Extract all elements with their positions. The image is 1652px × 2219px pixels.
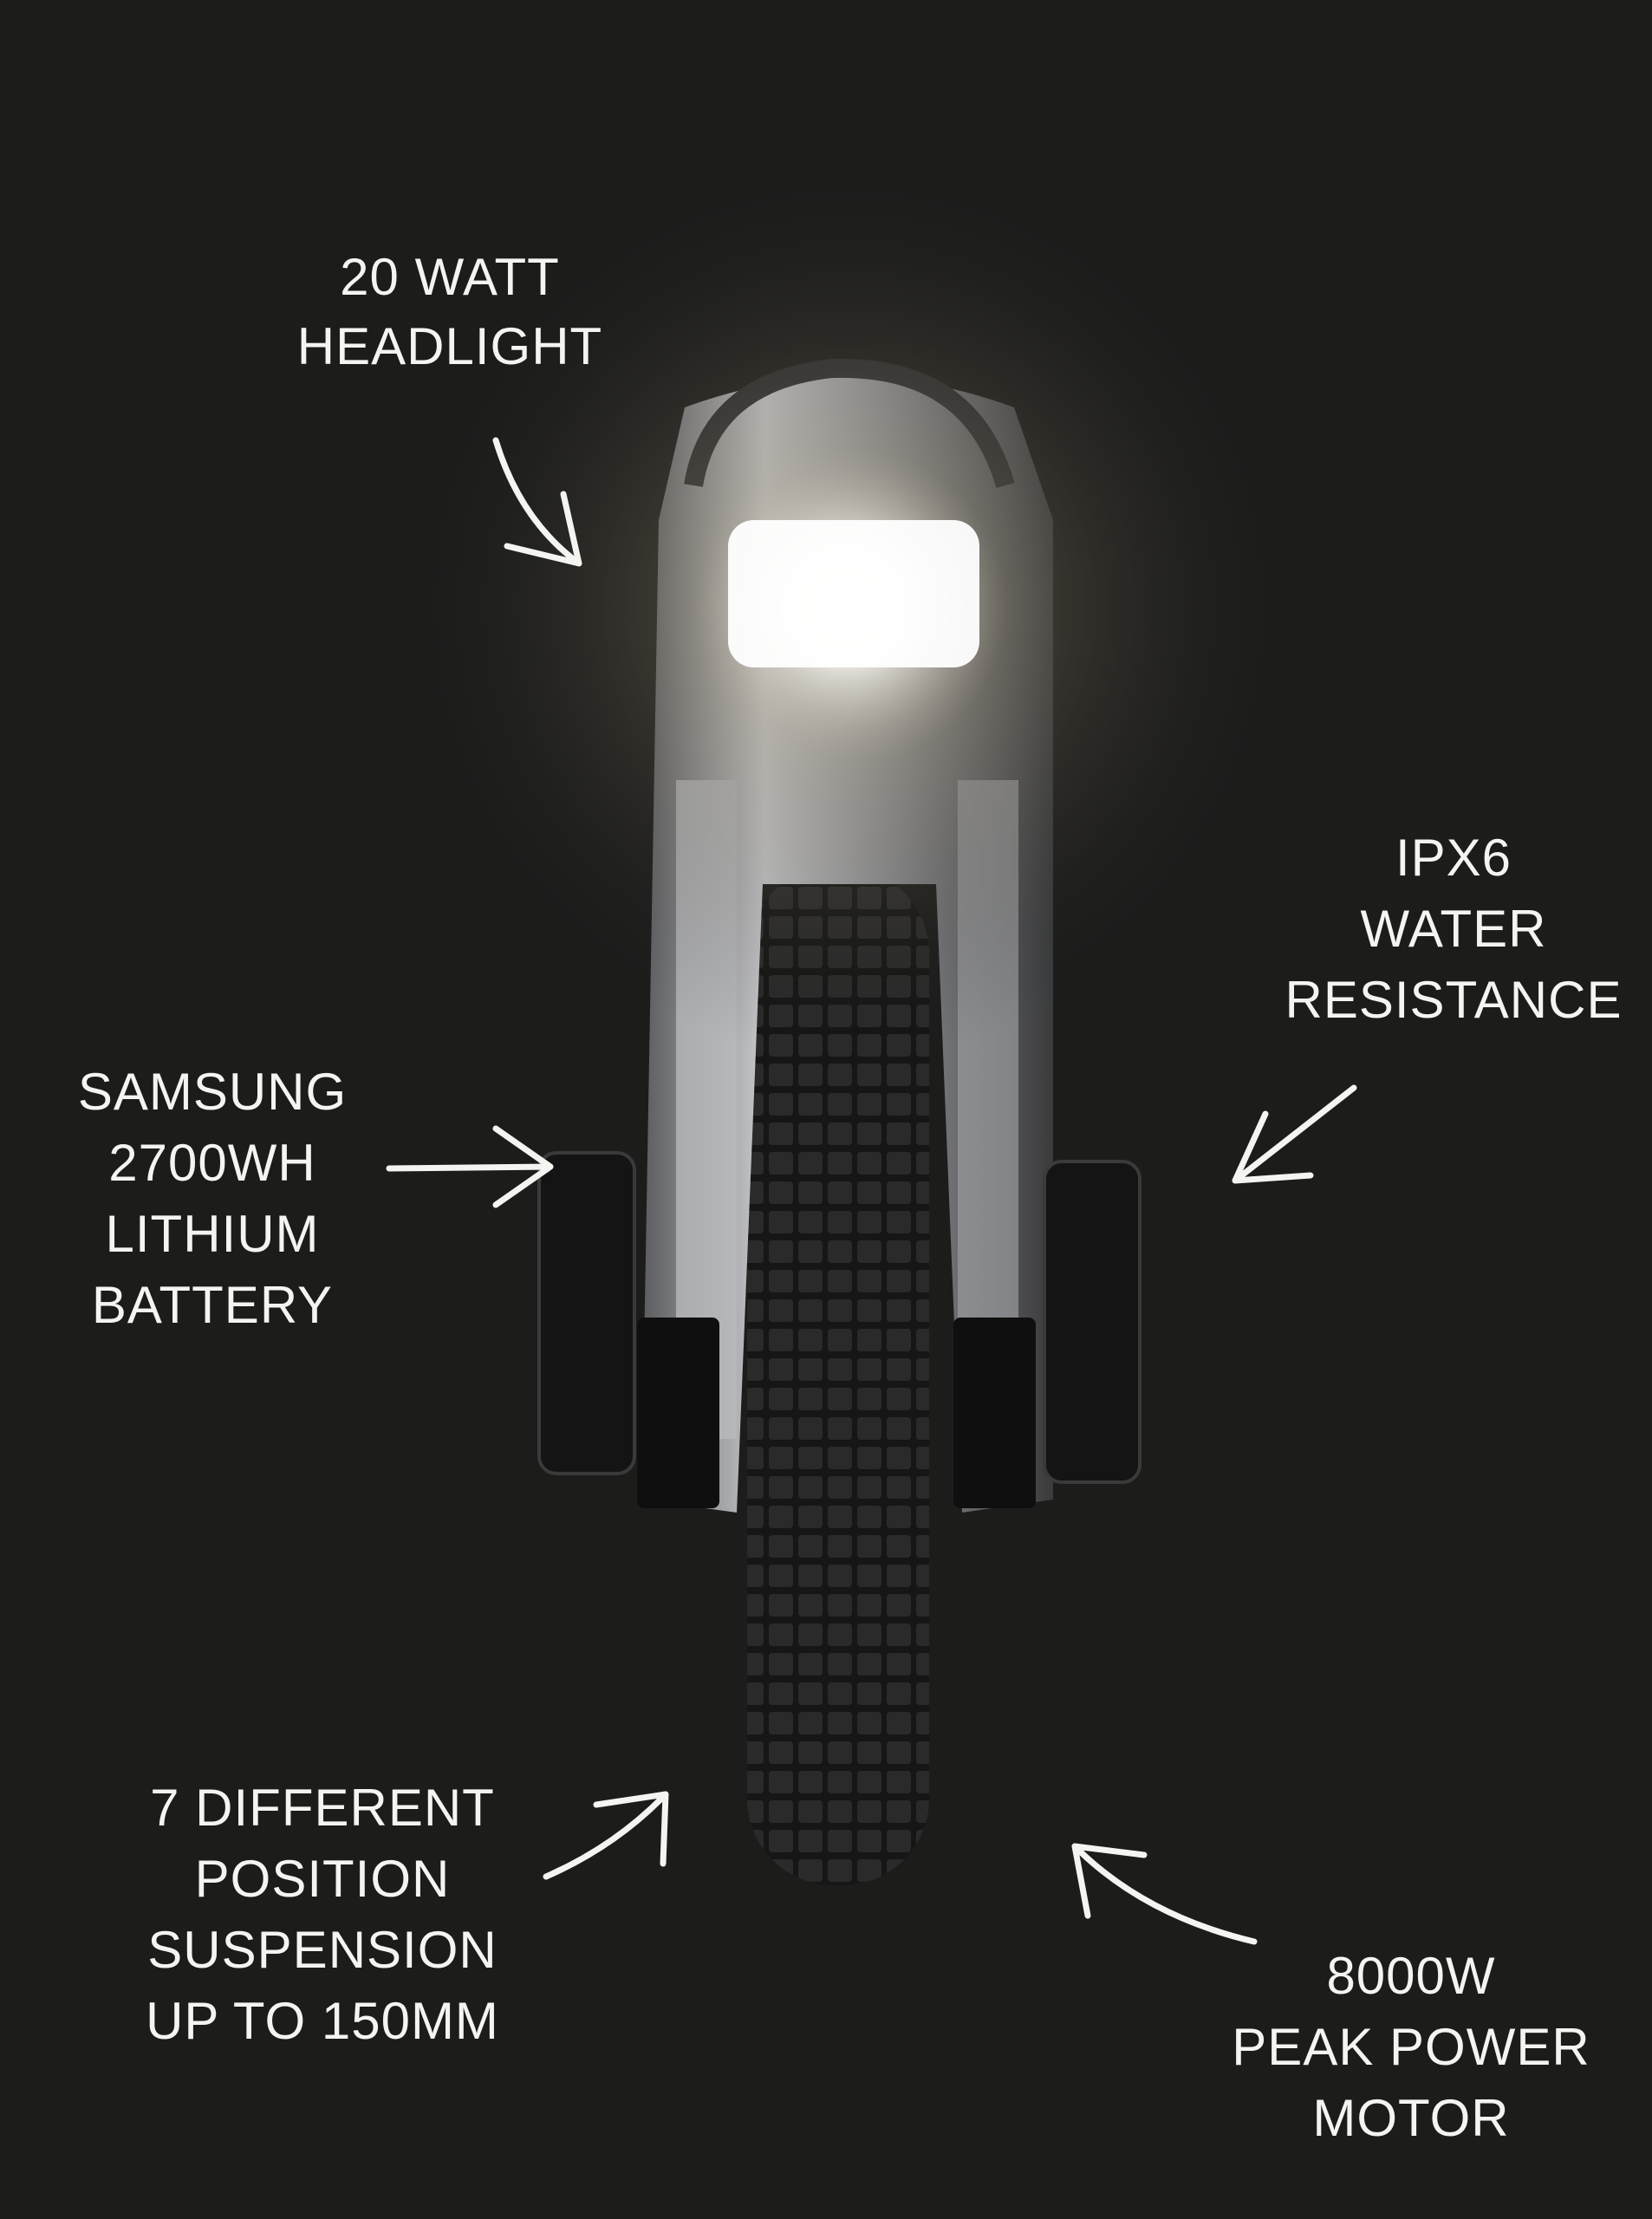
arrow-icon xyxy=(543,1791,669,1880)
callout-line: IPX6 xyxy=(1395,829,1512,887)
right-pedal xyxy=(953,1318,1036,1508)
arrow-icon xyxy=(386,1125,554,1208)
callout-line: 7 DIFFERENT xyxy=(150,1779,495,1837)
callout-line: WATER xyxy=(1361,900,1547,958)
arrow-icon xyxy=(492,437,582,567)
callout-headlight: 20 WATT HEADLIGHT xyxy=(297,248,602,567)
callout-suspension: 7 DIFFERENT POSITION SUSPENSION UP TO 15… xyxy=(146,1779,669,2050)
callout-line: POSITION xyxy=(195,1850,451,1908)
right-pedal-guard xyxy=(1043,1160,1141,1484)
callout-line: 20 WATT xyxy=(340,248,560,306)
callout-line: LITHIUM xyxy=(106,1205,320,1263)
callout-line: SAMSUNG xyxy=(78,1063,347,1121)
electric-unicycle-image xyxy=(399,156,1300,1885)
headlight xyxy=(728,520,979,667)
callout-water-resistance: IPX6 WATER RESISTANCE xyxy=(1232,829,1623,1184)
tire xyxy=(747,867,929,1885)
left-pedal-guard xyxy=(537,1151,636,1475)
callout-line: BATTERY xyxy=(92,1276,333,1334)
callout-line: MOTOR xyxy=(1312,2089,1509,2147)
callout-line: UP TO 150MM xyxy=(146,1992,499,2050)
callout-line: HEADLIGHT xyxy=(297,317,602,375)
arrow-icon xyxy=(1232,1084,1357,1184)
callout-line: SUSPENSION xyxy=(147,1921,497,1979)
callout-line: RESISTANCE xyxy=(1285,971,1623,1029)
callout-line: 2700WH xyxy=(108,1134,315,1192)
callout-line: 8000W xyxy=(1326,1947,1495,2005)
arrow-icon xyxy=(1071,1843,1258,1945)
callout-line: PEAK POWER xyxy=(1232,2018,1590,2076)
callout-battery: SAMSUNG 2700WH LITHIUM BATTERY xyxy=(78,1063,554,1334)
callout-motor: 8000W PEAK POWER MOTOR xyxy=(1071,1843,1590,2147)
left-pedal xyxy=(637,1318,719,1508)
